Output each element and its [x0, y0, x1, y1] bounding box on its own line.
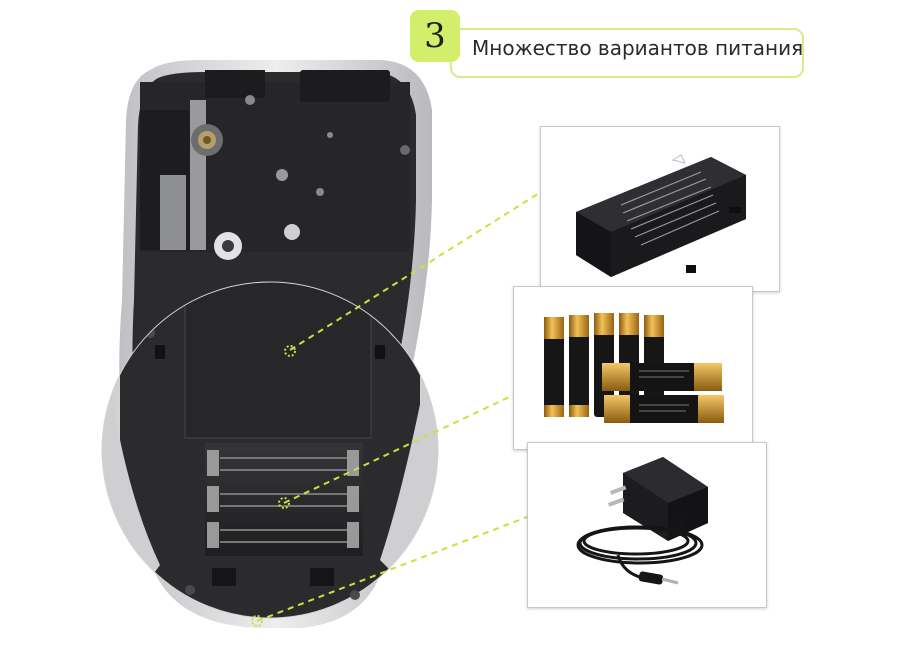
callout-lines	[256, 184, 553, 622]
li-ion-battery-card	[540, 126, 780, 292]
aa-compartment	[205, 443, 363, 556]
feature-number-badge: 3	[410, 10, 460, 62]
feature-header: 3 Множество вариантов питания	[410, 10, 806, 80]
header-outline	[450, 28, 804, 78]
power-adapter-icon	[576, 457, 708, 585]
feature-title: Множество вариантов питания	[472, 36, 804, 60]
aa-battery-icon	[544, 313, 724, 423]
battery-cover	[184, 282, 372, 439]
power-adapter-card	[527, 442, 767, 608]
battery-pack-icon	[576, 154, 746, 277]
aa-batteries-card	[513, 286, 753, 450]
